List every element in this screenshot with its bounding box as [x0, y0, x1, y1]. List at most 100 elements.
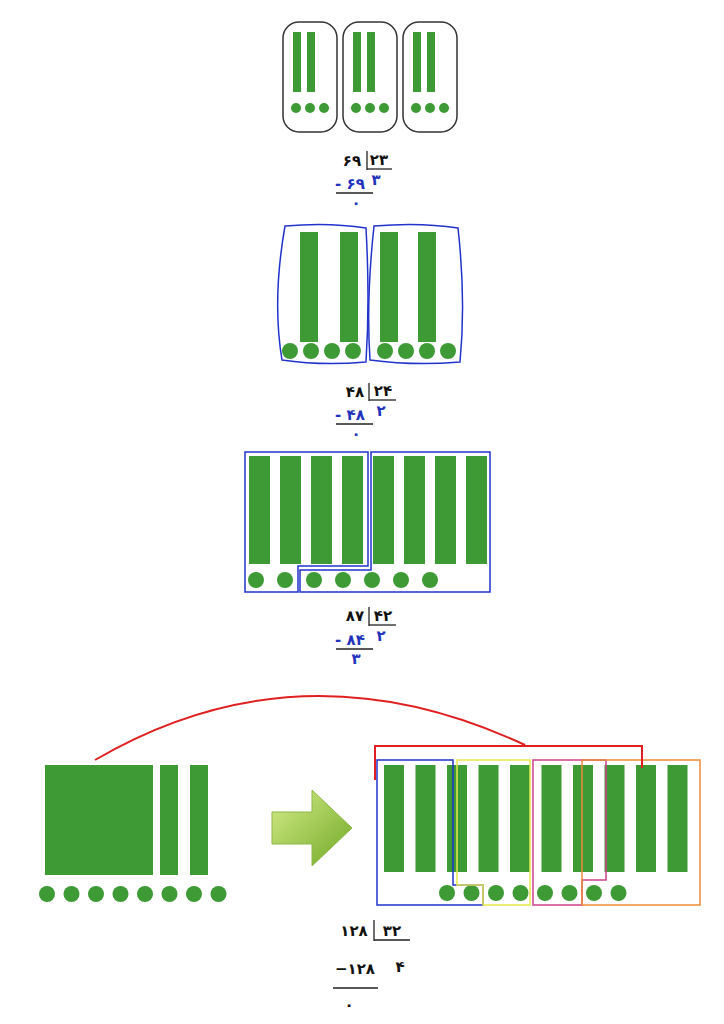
unit-dot: [137, 886, 153, 902]
arrow-icon: [272, 790, 352, 866]
ten-bar: [353, 32, 361, 92]
division-line: [336, 192, 373, 193]
division-number: ۴: [395, 960, 404, 975]
unit-dot: [39, 886, 55, 902]
group-outline: [533, 760, 606, 905]
unit-dot: [319, 103, 329, 113]
division-number: ۸۷: [346, 609, 364, 624]
unit-dot: [425, 103, 435, 113]
ten-bar: [636, 765, 656, 872]
group-outline: [457, 760, 530, 905]
division-number: ۰: [344, 998, 353, 1013]
ten-bar: [249, 456, 270, 564]
division-number: ۴۸: [346, 385, 364, 400]
division-line: [373, 920, 374, 941]
ten-bar: [413, 32, 421, 92]
unit-dot: [379, 103, 389, 113]
ten-bar: [160, 765, 178, 875]
unit-dot: [377, 343, 393, 359]
division-number: −۱۲۸: [335, 962, 375, 977]
unit-dot: [439, 885, 455, 901]
division-number: - ۸۴: [335, 633, 365, 648]
arc: [95, 696, 525, 760]
unit-dot: [211, 886, 227, 902]
unit-dot: [248, 572, 264, 588]
ten-bar: [416, 765, 436, 872]
unit-dot: [611, 885, 627, 901]
group-outline: [245, 452, 368, 592]
division-number: ۳: [351, 652, 360, 667]
group-outline: [283, 22, 337, 132]
unit-dot: [537, 885, 553, 901]
division-number: - ۶۹: [335, 177, 365, 192]
ten-bar: [605, 765, 625, 872]
ten-bar: [668, 765, 688, 872]
group-outline: [278, 224, 368, 363]
unit-dot: [345, 343, 361, 359]
unit-dot: [306, 572, 322, 588]
unit-dot: [291, 103, 301, 113]
division-number: ۳: [371, 173, 380, 188]
unit-dot: [162, 886, 178, 902]
division-lines: [333, 151, 410, 988]
division-number: ۲۴: [374, 384, 392, 399]
unit-dot: [513, 885, 529, 901]
division-number: ۲: [376, 629, 385, 644]
group-outline: [403, 22, 457, 132]
division-number: ۲: [376, 404, 385, 419]
ten-bar: [418, 232, 436, 342]
ten-bar: [190, 765, 208, 875]
unit-dot: [411, 103, 421, 113]
unit-dot: [464, 885, 480, 901]
unit-dot: [586, 885, 602, 901]
unit-dot: [335, 572, 351, 588]
ten-bar: [367, 32, 375, 92]
unit-dot: [88, 886, 104, 902]
unit-dot: [186, 886, 202, 902]
unit-dot: [439, 103, 449, 113]
division-line: [369, 399, 396, 400]
unit-dot: [305, 103, 315, 113]
division-line: [336, 648, 373, 649]
unit-dot: [324, 343, 340, 359]
group-outline: [369, 224, 463, 363]
unit-dot: [113, 886, 129, 902]
division-line: [369, 624, 396, 625]
unit-dot: [64, 886, 80, 902]
ten-bar: [307, 32, 315, 92]
ten-bar: [435, 456, 456, 564]
unit-dot: [364, 572, 380, 588]
division-number: ۴۲: [374, 609, 392, 624]
division-line: [366, 151, 367, 170]
division-line: [374, 939, 410, 940]
bracket: [375, 746, 642, 780]
group-outline: [300, 452, 490, 592]
ten-bar: [280, 456, 301, 564]
unit-dot: [422, 572, 438, 588]
ten-bar: [293, 32, 301, 92]
blocks: [39, 32, 688, 902]
division-number: ۰: [351, 196, 360, 211]
ten-bar: [300, 232, 318, 342]
unit-dot: [562, 885, 578, 901]
unit-dot: [393, 572, 409, 588]
unit-dot: [303, 343, 319, 359]
unit-dot: [282, 343, 298, 359]
division-number: ۶۹: [343, 154, 361, 169]
division-number: ۰: [351, 427, 360, 442]
unit-dot: [419, 343, 435, 359]
ten-bar: [510, 765, 530, 872]
group-outline: [582, 760, 700, 905]
group-outline: [343, 22, 397, 132]
division-line: [333, 987, 378, 988]
ten-bar: [542, 765, 562, 872]
group-outline: [377, 760, 483, 905]
division-number: ۲۳: [370, 153, 388, 168]
division-number: - ۴۸: [335, 408, 365, 423]
ten-bar: [340, 232, 358, 342]
ten-bar: [479, 765, 499, 872]
division-line: [367, 168, 392, 169]
ten-bar: [380, 232, 398, 342]
